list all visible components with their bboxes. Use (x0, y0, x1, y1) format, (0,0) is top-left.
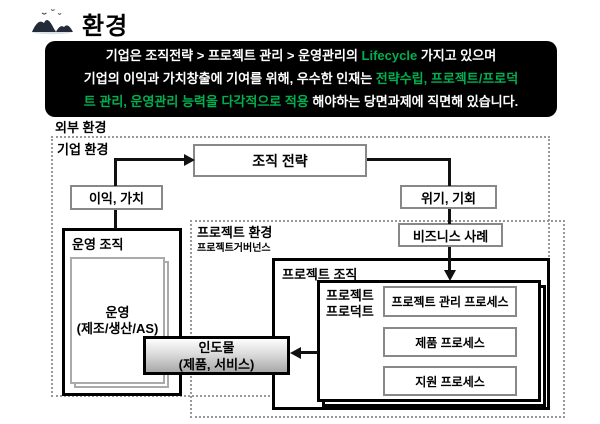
connector-businesscase-down (448, 247, 451, 272)
arrowhead-into-strategy (184, 153, 195, 166)
islands-icon (30, 5, 76, 37)
intro-line-3: 트 관리, 운영관리 능력을 다각적으로 적용 해야하는 당면과제에 직면해 있… (83, 94, 519, 109)
corporate-env-label: 기업 환경 (57, 142, 109, 157)
process-box-pm: 프로젝트 관리 프로세스 (383, 286, 517, 317)
connector-to-crisis (448, 158, 451, 186)
page-title: 환경 (82, 13, 129, 40)
org-strategy-box: 조직 전략 (193, 144, 367, 177)
arrowhead-into-deliverable (290, 346, 301, 359)
ops-org-label: 운영 조직 (72, 237, 124, 252)
connector-strategy-right (367, 158, 451, 161)
deliverable-box: 인도물 (제품, 서비스) (143, 336, 290, 375)
profit-value-box: 이익, 가치 (70, 185, 163, 210)
crisis-opportunity-box: 위기, 기회 (400, 185, 497, 209)
project-governance-label: 프로젝트거버넌스 (197, 243, 271, 254)
project-env-label: 프로젝트 환경 (197, 225, 273, 240)
intro-banner: 기업은 조직전략 > 프로젝트 관리 > 운영관리의 Lifecycle 가지고… (45, 41, 557, 117)
ops-page-text: 운영 (제조/생산/AS) (76, 304, 159, 336)
connector-profit-opsorg (114, 210, 117, 229)
project-env-box (190, 220, 565, 418)
intro-line-2: 기업의 이익과 가치창출에 기여를 위해, 우수한 인재는 전략수립, 프로젝트… (83, 71, 519, 86)
connector-project-deliverable (298, 351, 318, 354)
connector-to-strategy (114, 158, 186, 161)
external-env-label: 외부 환경 (55, 120, 107, 135)
connector-profit-up (114, 158, 117, 186)
process-box-product: 제품 프로세스 (383, 327, 517, 357)
project-product-label: 프로젝트 프로덕트 (326, 288, 374, 319)
arrowhead-into-project-product (443, 270, 456, 281)
project-org-label: 프로젝트 조직 (282, 267, 358, 282)
connector-crisis-businesscase (448, 209, 451, 224)
process-box-support: 지원 프로세스 (383, 366, 517, 396)
intro-line-1: 기업은 조직전략 > 프로젝트 관리 > 운영관리의 Lifecycle 가지고… (105, 48, 497, 63)
business-case-box: 비즈니스 사례 (398, 223, 503, 247)
ops-page-front: 운영 (제조/생산/AS) (70, 257, 165, 384)
